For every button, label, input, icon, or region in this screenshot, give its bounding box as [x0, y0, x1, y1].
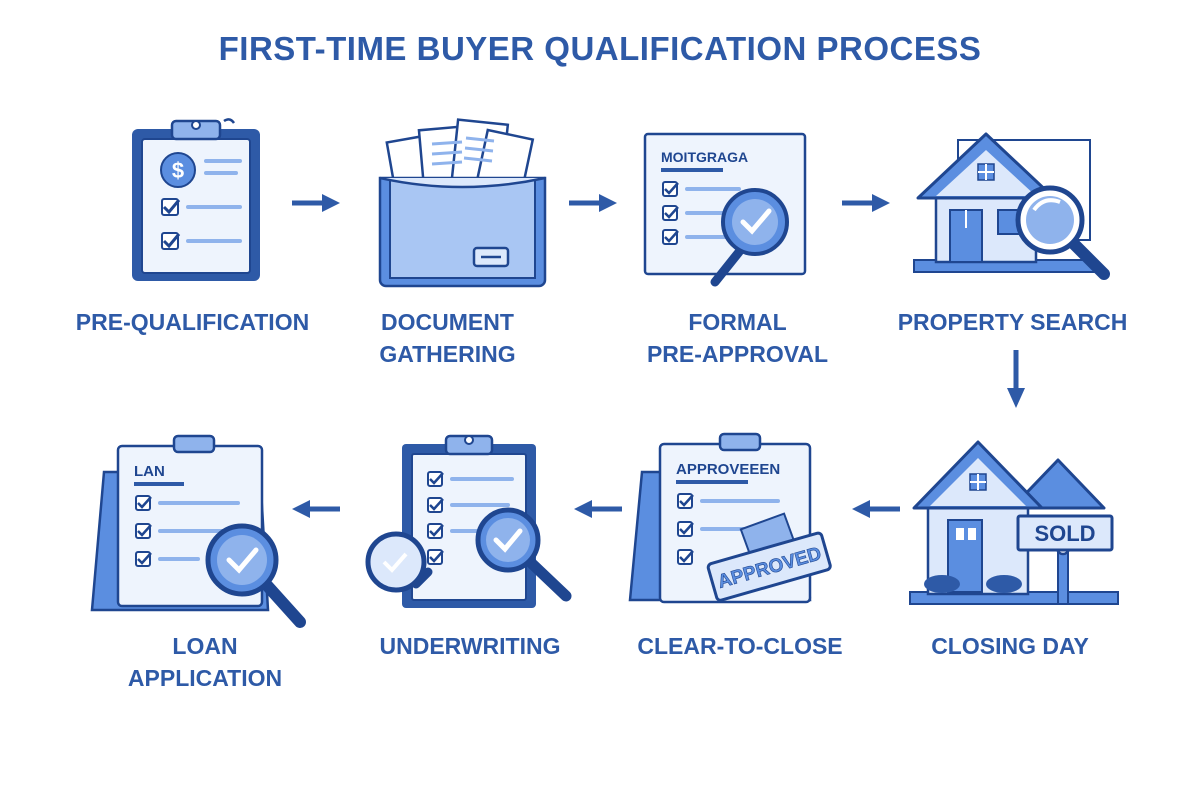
arrow-right-icon — [567, 191, 619, 215]
arrow-left-icon — [850, 497, 902, 521]
sold-house-icon: SOLD — [908, 432, 1120, 612]
svg-text:$: $ — [172, 158, 184, 183]
arrow-left-icon — [572, 497, 624, 521]
step-label-clear-to-close: CLEAR-TO-CLOSE — [637, 633, 843, 659]
step-label-formal-pre-approval: FORMAL PRE-APPROVAL — [646, 309, 829, 367]
sold-sign-text: SOLD — [1034, 521, 1095, 546]
clipboard-heading-text: APPROVEEEN — [676, 461, 780, 478]
loan-form-heading-text: LAN — [134, 463, 165, 480]
approved-stamp-clipboard-icon: APPROVEEEN APPROVED — [628, 432, 840, 612]
step-label-pre-qualification: PRE-QUALIFICATION — [75, 309, 310, 335]
approval-form-magnifier-icon: MOITGRAGA — [643, 132, 828, 292]
step-label-closing-day: CLOSING DAY — [931, 633, 1089, 659]
arrow-down-icon — [1004, 348, 1028, 410]
loan-clipboard-magnifier-icon: LAN — [88, 432, 310, 632]
arrow-right-icon — [840, 191, 892, 215]
page-title: FIRST-TIME BUYER QUALIFICATION PROCESS — [218, 30, 982, 67]
clipboard-magnifiers-icon — [362, 432, 576, 612]
form-heading-text: MOITGRAGA — [661, 149, 748, 165]
clipboard-dollar-icon: $ — [128, 115, 268, 285]
arrow-right-icon — [290, 191, 342, 215]
house-magnifier-icon — [908, 128, 1120, 288]
step-label-loan-application: LOAN APPLICATION — [127, 633, 283, 691]
step-label-underwriting: UNDERWRITING — [379, 633, 561, 659]
document-folder-icon — [370, 118, 555, 288]
arrow-left-icon — [290, 497, 342, 521]
step-label-property-search: PROPERTY SEARCH — [897, 309, 1128, 335]
step-label-document-gathering: DOCUMENT GATHERING — [379, 309, 516, 367]
